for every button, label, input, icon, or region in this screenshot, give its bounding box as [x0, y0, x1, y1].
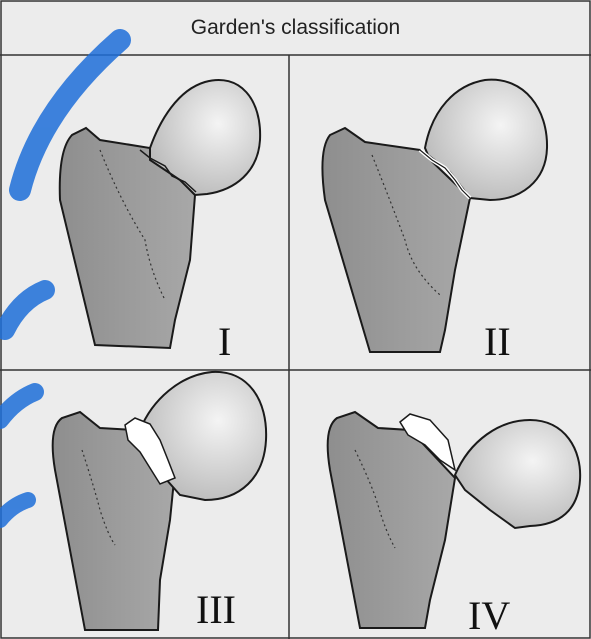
- panel-2-numeral: II: [484, 322, 511, 362]
- panel-3-numeral: III: [196, 590, 236, 630]
- panel-4-numeral: IV: [468, 596, 510, 636]
- figure-title: Garden's classification: [0, 0, 591, 56]
- panel-1-numeral: I: [218, 322, 231, 362]
